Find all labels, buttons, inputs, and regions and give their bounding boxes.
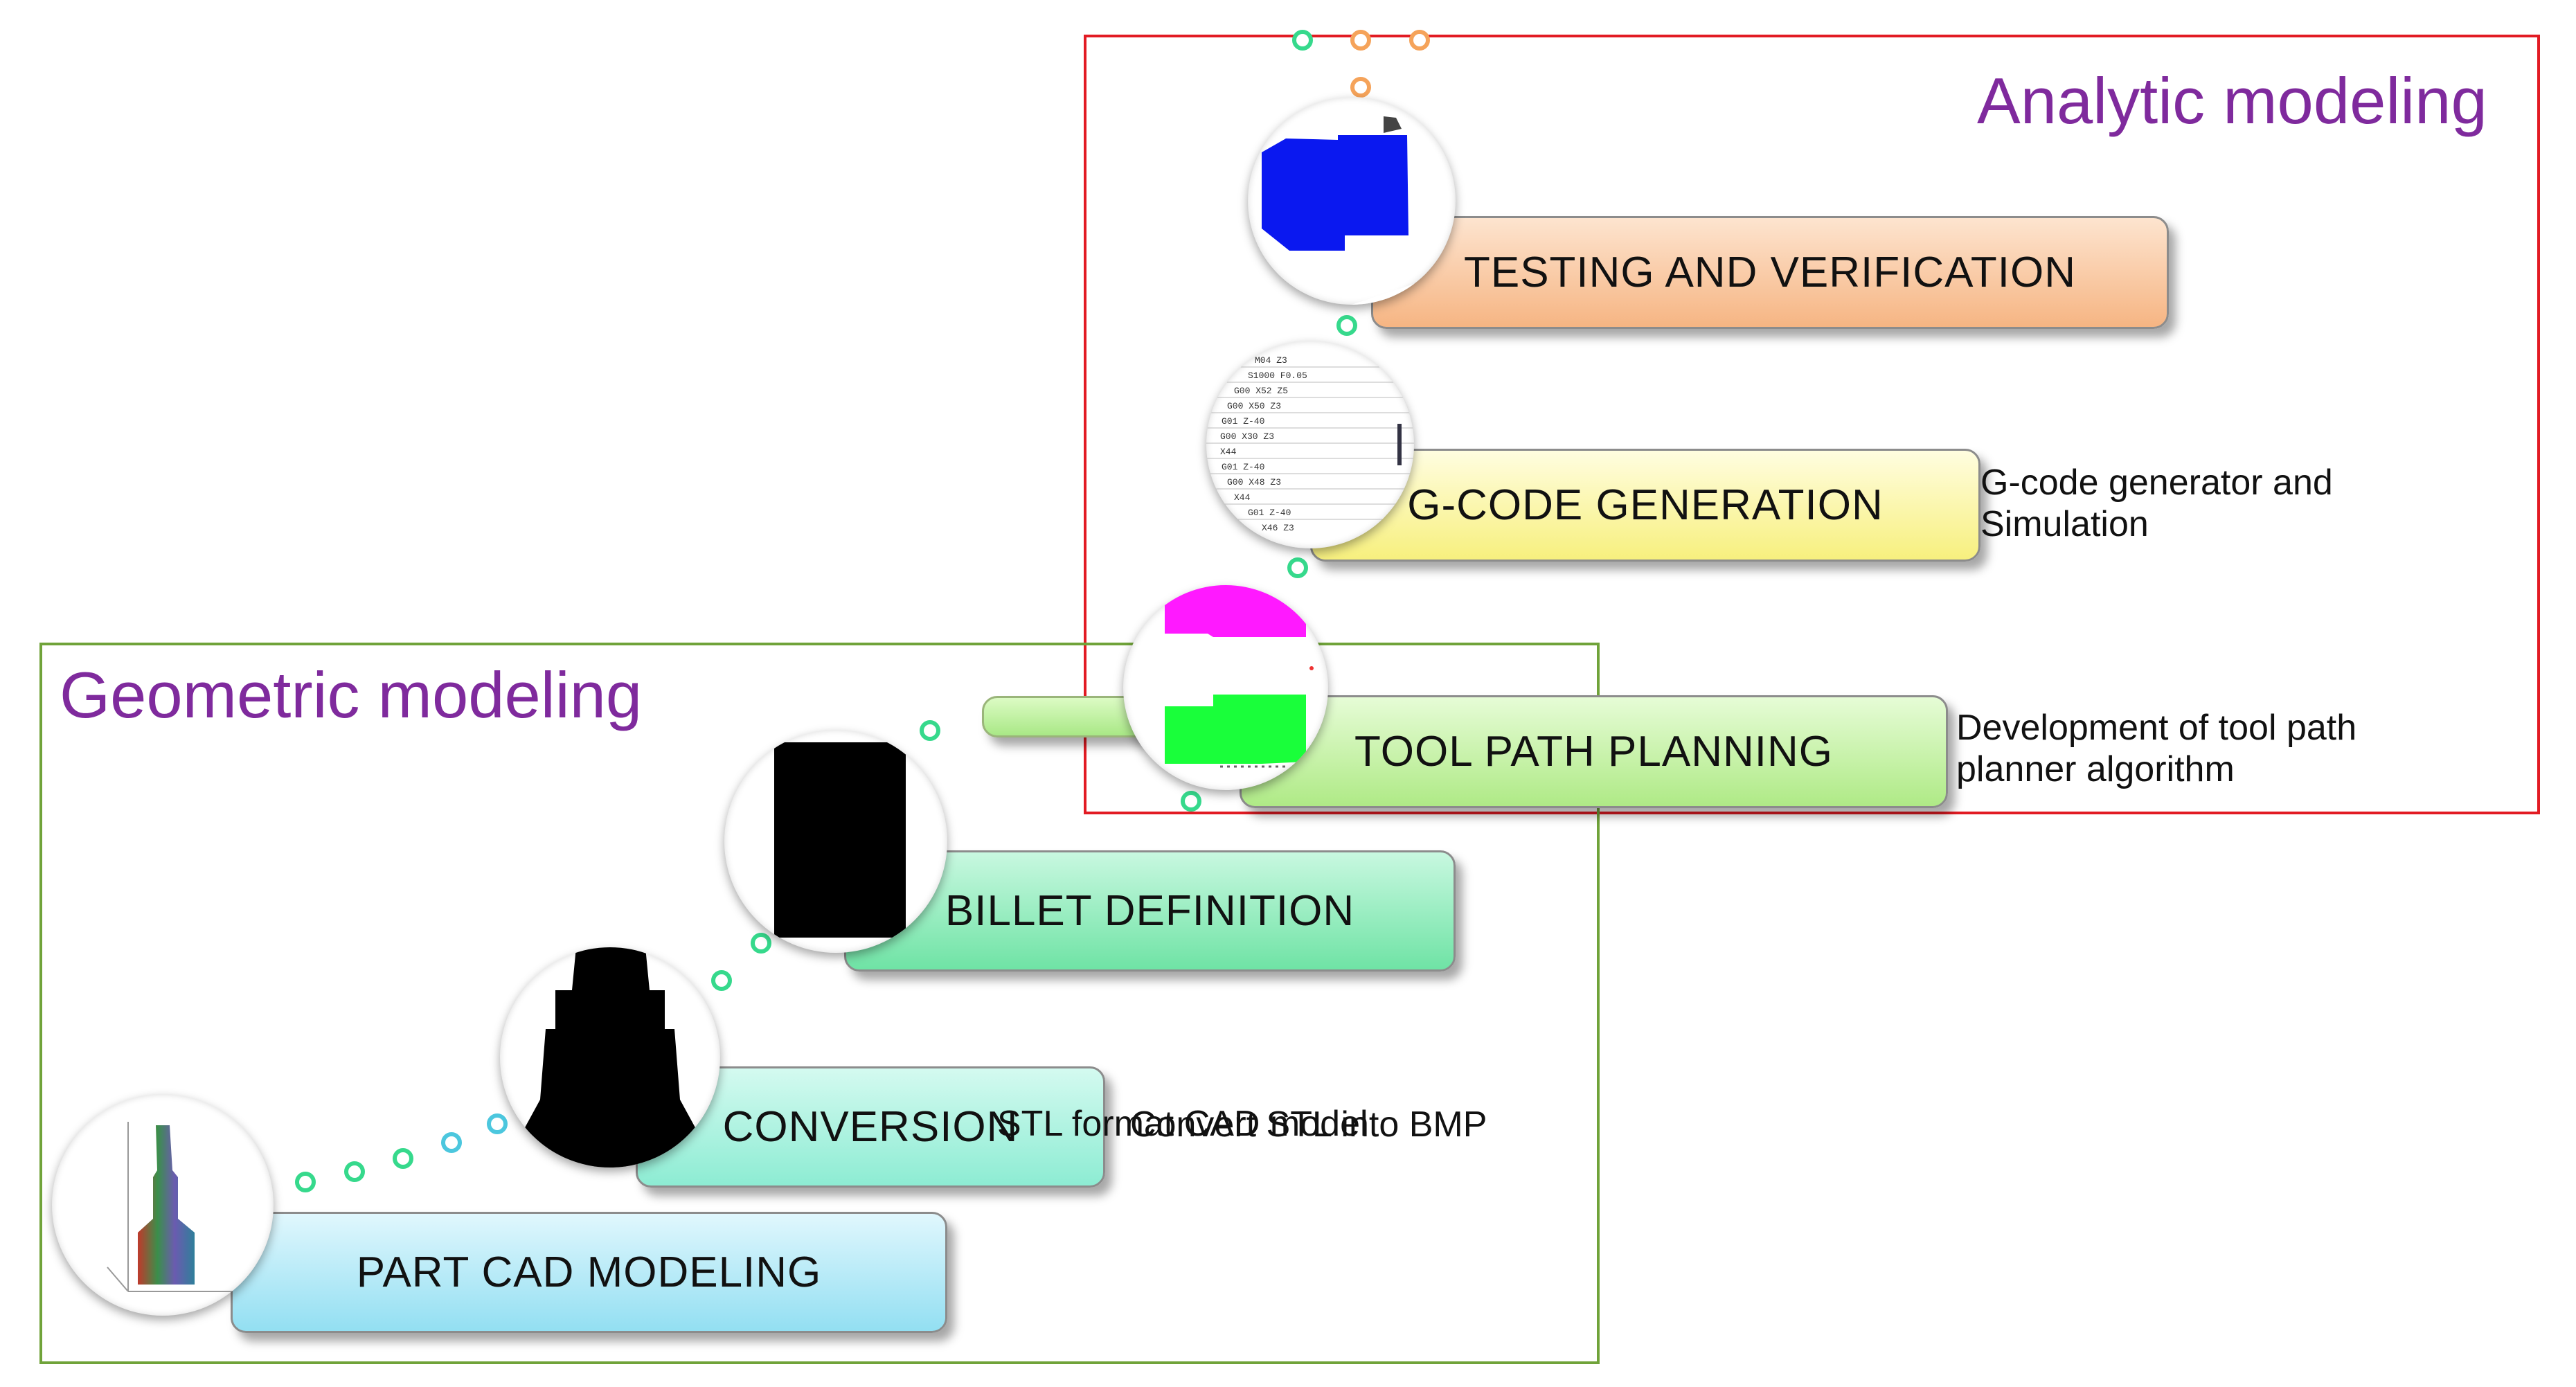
machined-part-icon	[1248, 97, 1456, 305]
note-tool-path: Development of tool path planner algorit…	[1956, 708, 2356, 791]
connector-dot	[920, 720, 940, 741]
gcode-line: G00 X30 Z3	[1220, 431, 1274, 442]
connector-dot	[1287, 557, 1308, 578]
gcode-line: X44	[1234, 492, 1251, 503]
connector-dot	[1350, 77, 1371, 98]
tool-path-icon	[1123, 585, 1328, 790]
note-gcode-line-1: G-code generator and	[1980, 463, 2333, 503]
gcode-line: X44	[1220, 447, 1237, 457]
step-billet-label: BILLET DEFINITION	[945, 887, 1355, 935]
gcode-line: M04 Z3	[1255, 355, 1287, 366]
gcode-line: S1000 F0.05	[1248, 370, 1307, 381]
gcode-listing-icon: M04 Z3 S1000 F0.05 G00 X52 Z5 G00 X50 Z3…	[1206, 341, 1414, 548]
gcode-line: G00 X52 Z5	[1234, 386, 1288, 396]
connector-dot	[751, 933, 771, 954]
analytic-modeling-title: Analytic modeling	[1977, 64, 2487, 137]
bmp-silhouette-icon	[500, 947, 720, 1167]
note-conversion: Convert STL into BMP	[1130, 1104, 1487, 1145]
gcode-line: X46 Z3	[1262, 523, 1294, 533]
step-tool-path-planning: TOOL PATH PLANNING	[1240, 695, 1948, 808]
note-gcode-line-2: Simulation	[1980, 503, 2149, 544]
connector-dot	[711, 970, 732, 991]
step-testing-label: TESTING AND VERIFICATION	[1463, 249, 2077, 296]
billet-icon	[724, 730, 947, 953]
cad-model-icon	[52, 1094, 274, 1316]
step-tool-path-label: TOOL PATH PLANNING	[1354, 728, 1833, 776]
note-tool-path-line-2: planner algorithm	[1956, 749, 2235, 789]
gcode-line: G01 Z-40	[1248, 508, 1291, 518]
connector-dot	[1336, 315, 1357, 336]
connector-dot	[393, 1148, 413, 1169]
connector-dot	[1409, 30, 1430, 51]
analytic-modeling-frame	[1084, 35, 2540, 814]
note-gcode: G-code generator and Simulation	[1980, 463, 2333, 546]
step-part-cad-label: PART CAD MODELING	[356, 1249, 822, 1296]
connector-dot	[487, 1113, 508, 1134]
gcode-line: G01 Z-40	[1222, 462, 1264, 472]
connector-dot	[295, 1172, 316, 1192]
connector-dot	[441, 1132, 462, 1153]
step-gcode-label: G-CODE GENERATION	[1407, 481, 1884, 529]
connector-dot	[1181, 791, 1201, 812]
gcode-line: G00 X48 Z3	[1227, 477, 1281, 487]
note-tool-path-line-1: Development of tool path	[1956, 708, 2357, 748]
step-conversion-label: CONVERSION	[722, 1103, 1019, 1151]
geometric-modeling-frame	[39, 643, 1600, 1364]
step-part-cad-modeling: PART CAD MODELING	[231, 1212, 947, 1333]
gcode-line: G01 Z-40	[1222, 416, 1264, 427]
connector-dot	[1292, 30, 1313, 51]
connector-dot	[344, 1161, 365, 1182]
geometric-modeling-title: Geometric modeling	[60, 659, 643, 731]
step-testing-verification: TESTING AND VERIFICATION	[1371, 216, 2169, 329]
connector-dot	[1350, 30, 1371, 51]
gcode-line: G00 X50 Z3	[1227, 401, 1281, 411]
note-part-cad: STL format CAD model	[997, 1104, 1368, 1144]
step-billet-definition: BILLET DEFINITION	[844, 850, 1456, 972]
